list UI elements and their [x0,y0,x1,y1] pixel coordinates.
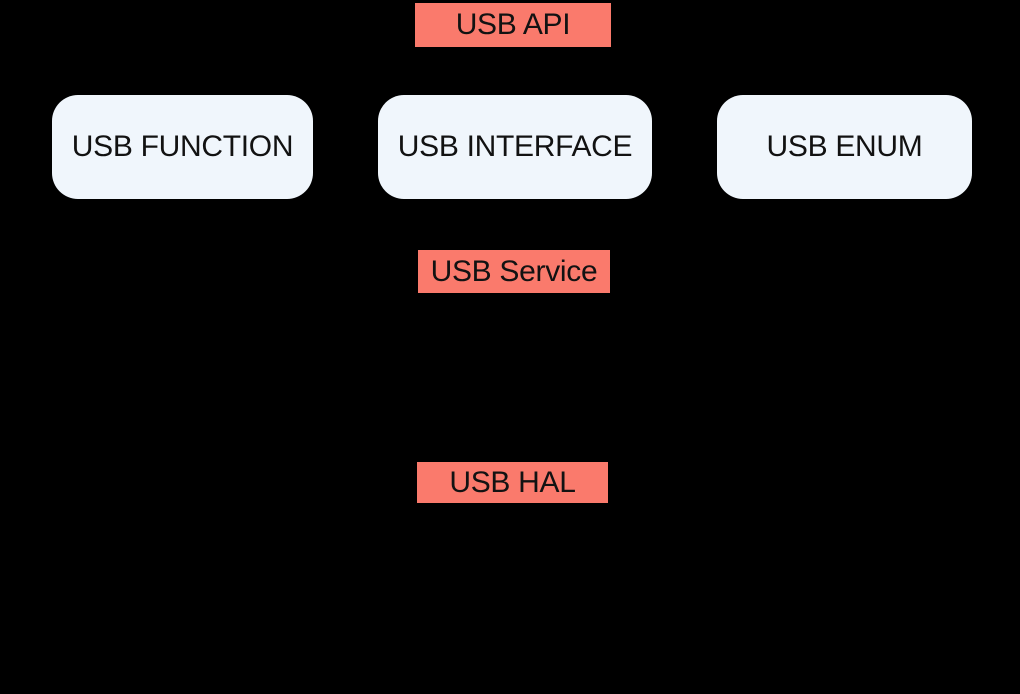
layer-label-usb-service: USB Service [418,250,610,293]
component-box-usb-interface-text: USB INTERFACE [397,130,633,163]
layer-label-usb-api-text: USB API [455,8,571,41]
layer-label-usb-hal-text: USB HAL [449,465,576,499]
layer-label-usb-api: USB API [415,3,611,47]
component-box-usb-interface: USB INTERFACE [378,95,652,199]
component-box-usb-function-text: USB FUNCTION [71,130,294,163]
component-box-usb-function: USB FUNCTION [52,95,313,199]
component-box-usb-enum-text: USB ENUM [766,130,923,163]
layer-label-usb-hal: USB HAL [417,462,608,503]
layer-label-usb-service-text: USB Service [430,254,598,288]
component-box-usb-enum: USB ENUM [717,95,972,199]
